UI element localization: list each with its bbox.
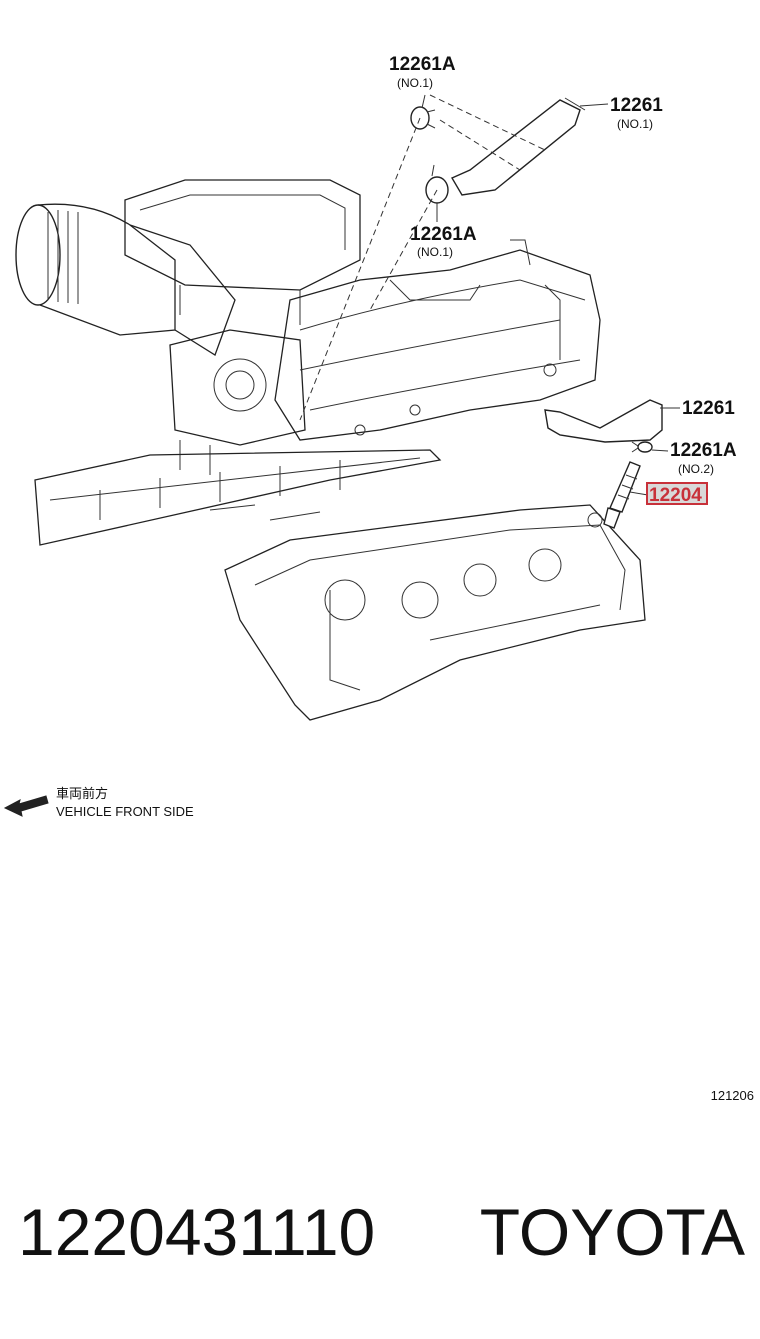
clamp-no1-top <box>410 106 436 130</box>
intake-manifold <box>274 239 601 441</box>
note-japanese: 車両前方 <box>56 786 108 801</box>
engine-illustration <box>15 179 646 721</box>
vehicle-front-note: 車両前方 VEHICLE FRONT SIDE <box>3 786 194 819</box>
callout-12261A-no1-mid[interactable]: 12261A (NO.1) <box>410 224 477 259</box>
front-arrow-icon <box>3 795 49 817</box>
clamp-no1-mid <box>425 164 449 204</box>
figure-id: 121206 <box>711 1088 754 1103</box>
callout-sub: (NO.1) <box>397 76 433 90</box>
callout-code: 12261A <box>670 440 737 461</box>
pcv-valve <box>603 461 641 529</box>
callout-12261A-no2[interactable]: 12261A (NO.2) <box>670 440 737 476</box>
callout-12261-no1[interactable]: 12261 (NO.1) <box>610 95 663 131</box>
hose-no2 <box>544 399 663 443</box>
callout-12204-highlighted[interactable]: 12204 <box>646 482 708 506</box>
callout-code: 12204 <box>649 485 702 506</box>
callout-sub: (NO.1) <box>617 117 653 131</box>
leader-lines <box>421 94 680 496</box>
air-intake-duct <box>15 203 236 356</box>
callout-code: 12261 <box>610 95 663 116</box>
air-box <box>124 179 361 325</box>
callout-12261-no2[interactable]: 12261 <box>682 398 735 419</box>
clamp-no2 <box>631 441 653 453</box>
callout-code: 12261A <box>410 224 477 245</box>
callout-code: 12261 <box>682 398 735 419</box>
assembly-lines <box>299 94 546 421</box>
callout-sub: (NO.1) <box>417 245 453 259</box>
hose-no1 <box>450 97 586 196</box>
manifold-gasket <box>34 449 442 546</box>
callout-12261A-no1-top[interactable]: 12261A (NO.1) <box>389 54 456 90</box>
throttle-body <box>169 329 306 475</box>
brand-name: TOYOTA <box>480 1195 745 1269</box>
cylinder-head-cover <box>224 504 646 721</box>
part-number: 1220431110 <box>18 1195 375 1269</box>
highlight-box <box>646 482 708 505</box>
callout-code: 12261A <box>389 54 456 75</box>
callout-sub: (NO.2) <box>678 462 714 476</box>
note-english: VEHICLE FRONT SIDE <box>56 804 194 819</box>
